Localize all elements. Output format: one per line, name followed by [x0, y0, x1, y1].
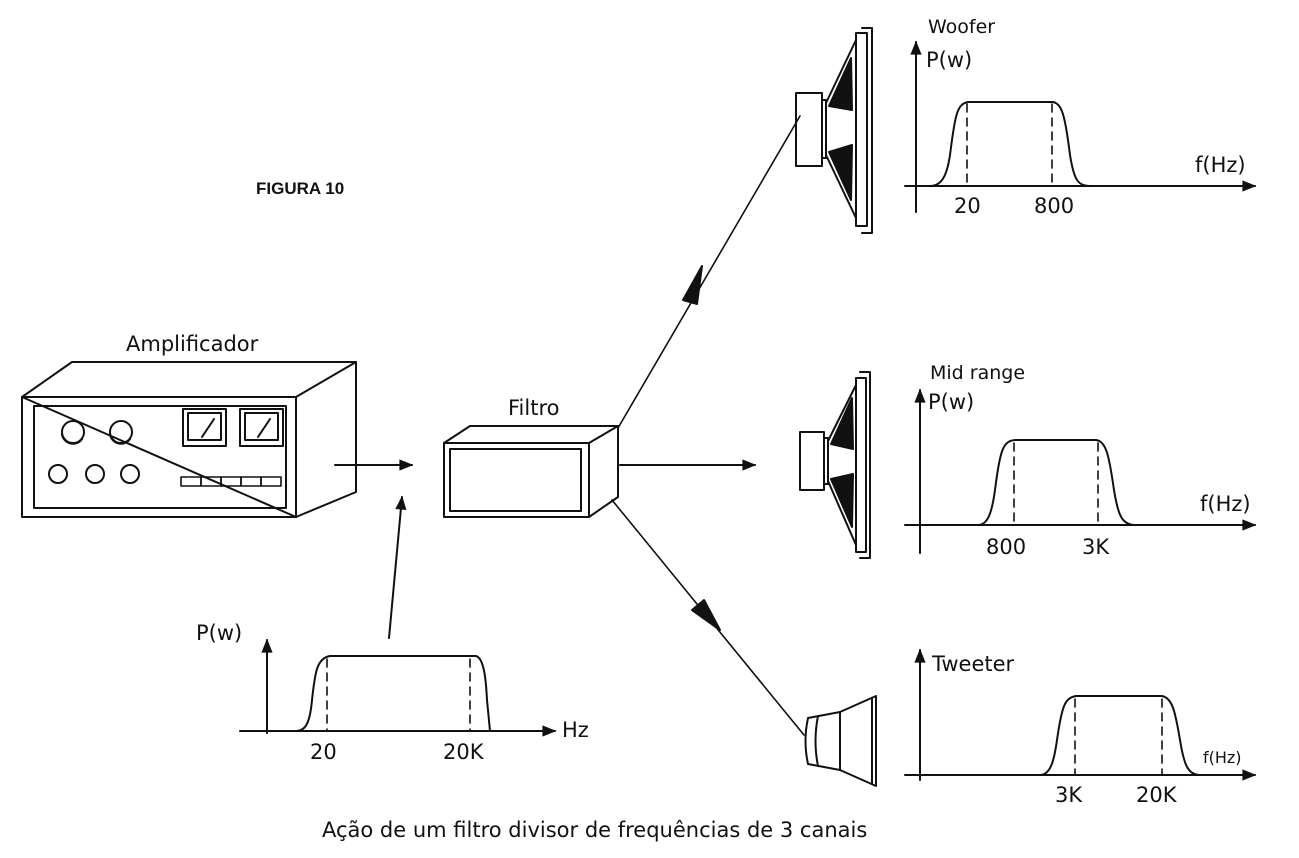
input-graph	[239, 638, 557, 737]
figure-label: FIGURA 10	[256, 179, 345, 198]
input-tick-low: 20	[310, 740, 337, 764]
filter-box	[443, 425, 619, 518]
input-y-label: P(w)	[196, 621, 243, 645]
tweeter-graph	[904, 648, 1257, 781]
woofer-curve	[929, 101, 1091, 187]
tweeter-tick-low: 3K	[1055, 783, 1083, 807]
knob-icon	[48, 420, 140, 484]
midrange-curve	[977, 439, 1136, 526]
amplifier-label: Amplificador	[126, 332, 259, 356]
midrange-y-label: P(w)	[928, 390, 975, 414]
tweeter-speaker-icon	[804, 695, 877, 787]
woofer-tick-high: 800	[1034, 194, 1075, 218]
tweeter-x-label: f(Hz)	[1203, 748, 1242, 767]
amplifier-front-panel	[33, 405, 287, 509]
filter-label: Filtro	[508, 396, 560, 420]
tweeter-title: Tweeter	[932, 652, 1015, 676]
vu-meter-icon	[182, 408, 284, 447]
figure-caption: Ação de um filtro divisor de frequências…	[322, 818, 868, 842]
woofer-graph	[904, 40, 1257, 213]
woofer-y-label: P(w)	[926, 48, 973, 72]
woofer-title: Woofer	[928, 16, 996, 38]
midrange-x-label: f(Hz)	[1200, 492, 1251, 516]
switch-row-icon	[180, 476, 282, 487]
arrow-input-to-line	[388, 495, 407, 639]
tweeter-curve	[1039, 695, 1201, 776]
amplifier-unit	[21, 361, 357, 518]
woofer-x-label: f(Hz)	[1195, 153, 1246, 177]
midrange-title: Mid range	[930, 362, 1026, 384]
midrange-graph	[904, 388, 1257, 554]
input-tick-high: 20K	[443, 740, 484, 764]
midrange-tick-low: 800	[986, 535, 1027, 559]
woofer-tick-low: 20	[954, 194, 981, 218]
tweeter-tick-high: 20K	[1136, 783, 1177, 807]
midrange-speaker-icon	[799, 371, 871, 559]
arrow-head-woofer	[682, 265, 703, 305]
arrow-head-tweeter	[691, 599, 721, 631]
input-curve	[295, 655, 491, 732]
arrow-filter-to-woofer	[617, 115, 801, 429]
midrange-tick-high: 3K	[1082, 535, 1110, 559]
woofer-speaker-icon	[795, 27, 873, 234]
amplifier-body	[21, 396, 297, 518]
input-x-label: Hz	[562, 718, 589, 742]
